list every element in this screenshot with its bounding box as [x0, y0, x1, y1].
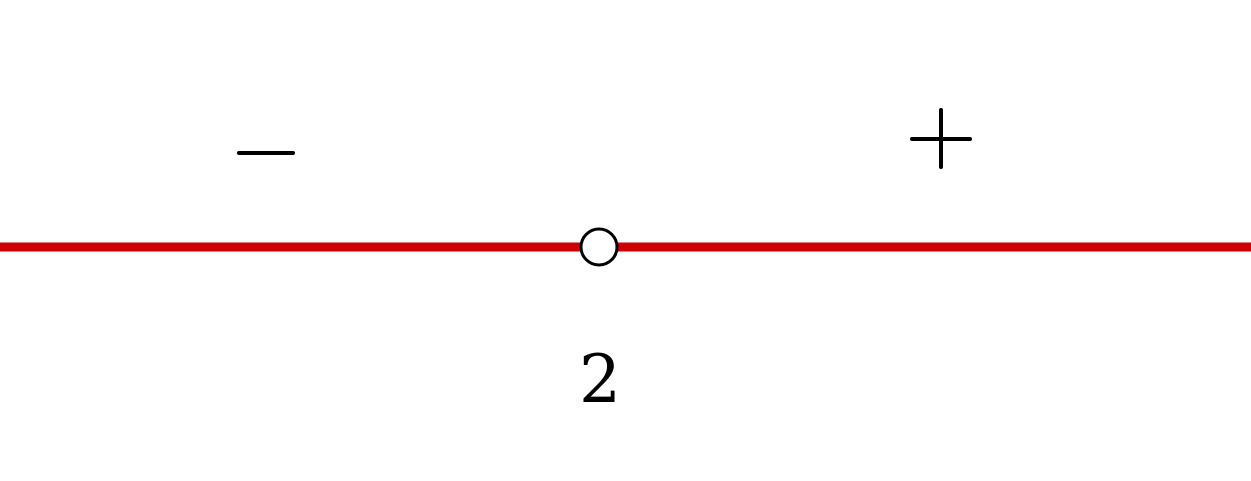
critical-point-label: 2 [579, 341, 621, 418]
plus-sign [910, 108, 972, 169]
open-circle-critical-point [579, 227, 619, 267]
